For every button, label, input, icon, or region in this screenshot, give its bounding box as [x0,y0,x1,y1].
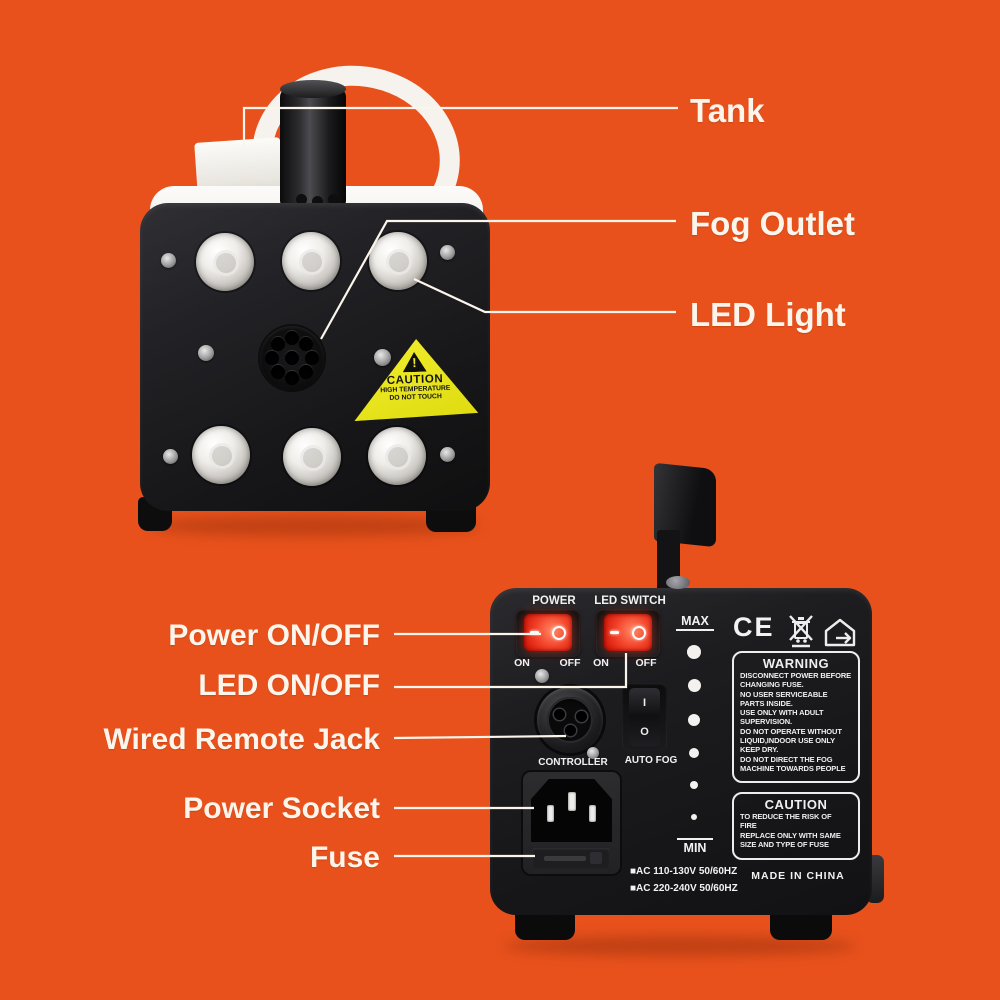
caution-line: FIRE [740,821,757,831]
voltage-rating-2: ■AC 220-240V 50/60HZ [630,883,738,894]
led-on-label: ON [593,657,609,669]
warning-line: DO NOT OPERATE WITHOUT [740,726,842,736]
led-off-label: OFF [635,657,657,669]
callout-label-tank: Tank [690,92,765,129]
cylinder-bolt [312,196,323,207]
switch-on-glyph [610,631,620,634]
screw-icon [374,349,391,366]
screw-icon [161,253,176,268]
warning-triangle-icon: ! [402,352,427,373]
auto-fog-on-glyph: I [642,696,647,709]
screw-icon [587,747,599,759]
led-light [196,233,254,291]
level-indicator-dot [688,679,701,692]
screw-icon [440,245,455,260]
switch-on-glyph [530,631,540,634]
back-machine-shadow [505,936,855,956]
controller-label: CONTROLLER [538,757,608,768]
warning-line: LIQUID,INDOOR USE ONLY [740,736,836,746]
switch-off-glyph [551,625,566,640]
screw-icon [535,669,549,683]
warning-line: USE ONLY WITH ADULT [740,708,824,718]
screw-icon [198,345,214,361]
fuse-holder [532,848,610,868]
led-light [282,232,340,290]
warning-line: CHANGING FUSE. [740,680,804,690]
front-machine-shadow [150,516,480,536]
led-light [192,426,250,484]
warning-title: WARNING [762,656,830,671]
caution-notice: CAUTION TO REDUCE THE RISK OF FIRE REPLA… [732,792,860,860]
warning-line: KEEP DRY. [740,745,779,755]
warning-line: DISCONNECT POWER BEFORE [740,671,852,680]
callout-label-led-light: LED Light [690,296,846,333]
fog-outlet [260,326,324,390]
voltage-rating-1: ■AC 110-130V 50/60HZ [630,866,738,877]
max-label: MAX [676,614,714,631]
auto-fog-switch: I O [622,683,667,751]
callout-label-wired-remote-jack: Wired Remote Jack [103,723,380,756]
wired-remote-jack [537,687,603,753]
callout-label-power-onoff: Power ON/OFF [168,619,380,652]
callout-label-led-onoff: LED ON/OFF [198,669,380,702]
warning-notice: WARNING DISCONNECT POWER BEFORE CHANGING… [732,651,860,783]
led-light [368,427,426,485]
power-off-label: OFF [559,657,581,669]
caution-line: REPLACE ONLY WITH SAME [740,830,841,840]
auto-fog-off-glyph: O [640,725,649,738]
auto-fog-label: AUTO FOG [624,755,678,766]
led-switch [596,609,660,657]
weee-bin-icon [789,615,813,648]
made-in-label: MADE IN CHINA [751,870,845,882]
switch-off-glyph [631,625,646,640]
callout-label-fuse: Fuse [309,841,380,874]
level-indicator-dot [687,645,701,659]
level-indicator-dot [688,714,700,726]
warning-line: NO USER SERVICEABLE [740,689,828,699]
led-switch-label: LED SWITCH [594,595,666,607]
callout-label-fog-outlet: Fog Outlet [690,205,855,242]
exclamation-glyph: ! [411,354,417,371]
cylinder-bolt [296,194,307,205]
power-socket-module [523,772,620,874]
power-socket [531,779,612,842]
caution-line: TO REDUCE THE RISK OF [740,812,832,821]
indoor-use-icon [824,618,856,647]
led-light [283,428,341,486]
warning-line: MACHINE TOWARDS PEOPLE [740,763,846,773]
handle-bolt [666,576,690,589]
caution-title: CAUTION [764,797,828,812]
level-indicator-dot [691,814,697,820]
sticker-line-2: DO NOT TOUCH [389,393,442,403]
cylinder-bolt [328,194,339,205]
caution-line: SIZE AND TYPE OF FUSE [740,839,829,849]
min-label: MIN [677,838,713,855]
screw-icon [163,449,178,464]
warning-line: DO NOT DIRECT THE FOG [740,754,833,764]
warning-line: PARTS INSIDE. [740,698,793,708]
ce-mark: CE [733,612,775,642]
xlr-socket [547,697,593,743]
power-switch-label: POWER [532,595,576,607]
callout-label-power-socket: Power Socket [183,792,380,825]
warning-line: SUPERVISION. [740,717,793,727]
led-light [369,232,427,290]
power-switch [516,609,580,657]
level-indicator-dot [690,781,698,789]
screw-icon [440,447,455,462]
power-on-label: ON [514,657,530,669]
tank-cylinder [280,80,346,206]
level-indicator-dot [689,748,699,758]
